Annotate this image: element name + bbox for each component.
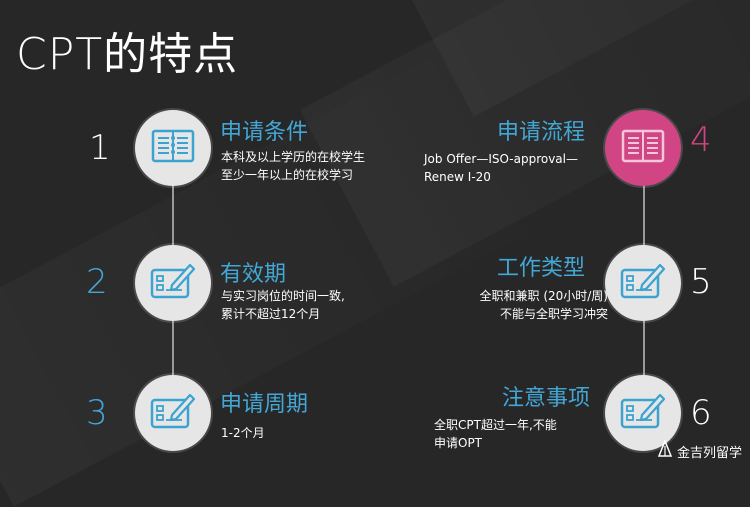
tablet-pen-icon xyxy=(150,261,196,305)
step-circle-6 xyxy=(605,375,681,451)
description-line: 全职和兼职 (20小时/周) xyxy=(479,289,609,303)
step-number-5: 5 xyxy=(690,262,712,302)
book-icon xyxy=(621,128,665,168)
description-line: 全职CPT超过一年,不能 xyxy=(434,418,557,432)
description-line: 申请OPT xyxy=(434,436,483,450)
step-circle-5 xyxy=(605,245,681,321)
description-line: Renew I-20 xyxy=(424,170,491,184)
tablet-pen-icon xyxy=(150,391,196,435)
step-heading-4: 申请流程 xyxy=(496,120,585,145)
step-heading-2: 有效期 xyxy=(220,262,287,287)
step-number-3: 3 xyxy=(86,393,108,433)
step-description-3: 1-2个月 xyxy=(221,424,265,442)
step-number-4: 4 xyxy=(690,120,712,160)
logo-text: 金吉列留学 xyxy=(676,445,742,461)
step-heading-5: 工作类型 xyxy=(496,256,585,281)
step-heading-3: 申请周期 xyxy=(220,392,309,417)
description-line: 1-2个月 xyxy=(221,426,265,440)
description-line: Job Offer—ISO-approval— xyxy=(424,152,578,166)
step-circle-1 xyxy=(135,110,211,186)
step-number-1: 1 xyxy=(89,128,111,168)
tablet-pen-icon xyxy=(620,261,666,305)
description-line: 累计不超过12个月 xyxy=(221,307,321,321)
step-description-2: 与实习岗位的时间一致, 累计不超过12个月 xyxy=(221,287,345,323)
step-description-4: Job Offer—ISO-approval— Renew I-20 xyxy=(424,150,578,186)
step-description-5: 全职和兼职 (20小时/周) 不能与全职学习冲突 xyxy=(480,287,609,323)
logo-icon xyxy=(657,438,673,462)
step-heading-6: 注意事项 xyxy=(501,386,590,411)
description-line: 本科及以上学历的在校学生 xyxy=(221,150,366,164)
step-number-2: 2 xyxy=(86,262,108,302)
step-circle-2 xyxy=(135,245,211,321)
step-circle-3 xyxy=(135,375,211,451)
page-title: CPT的特点 xyxy=(16,29,239,80)
book-icon xyxy=(151,128,195,168)
step-description-6: 全职CPT超过一年,不能 申请OPT xyxy=(434,416,557,452)
step-number-6: 6 xyxy=(690,393,712,433)
description-line: 不能与全职学习冲突 xyxy=(499,307,608,321)
step-heading-1: 申请条件 xyxy=(220,120,309,145)
step-circle-4 xyxy=(605,110,681,186)
tablet-pen-icon xyxy=(620,391,666,435)
step-description-1: 本科及以上学历的在校学生 至少一年以上的在校学习 xyxy=(221,148,365,184)
description-line: 至少一年以上的在校学习 xyxy=(221,168,354,182)
brand-logo: 金吉列留学 xyxy=(657,438,742,462)
description-line: 与实习岗位的时间一致, xyxy=(221,289,345,303)
